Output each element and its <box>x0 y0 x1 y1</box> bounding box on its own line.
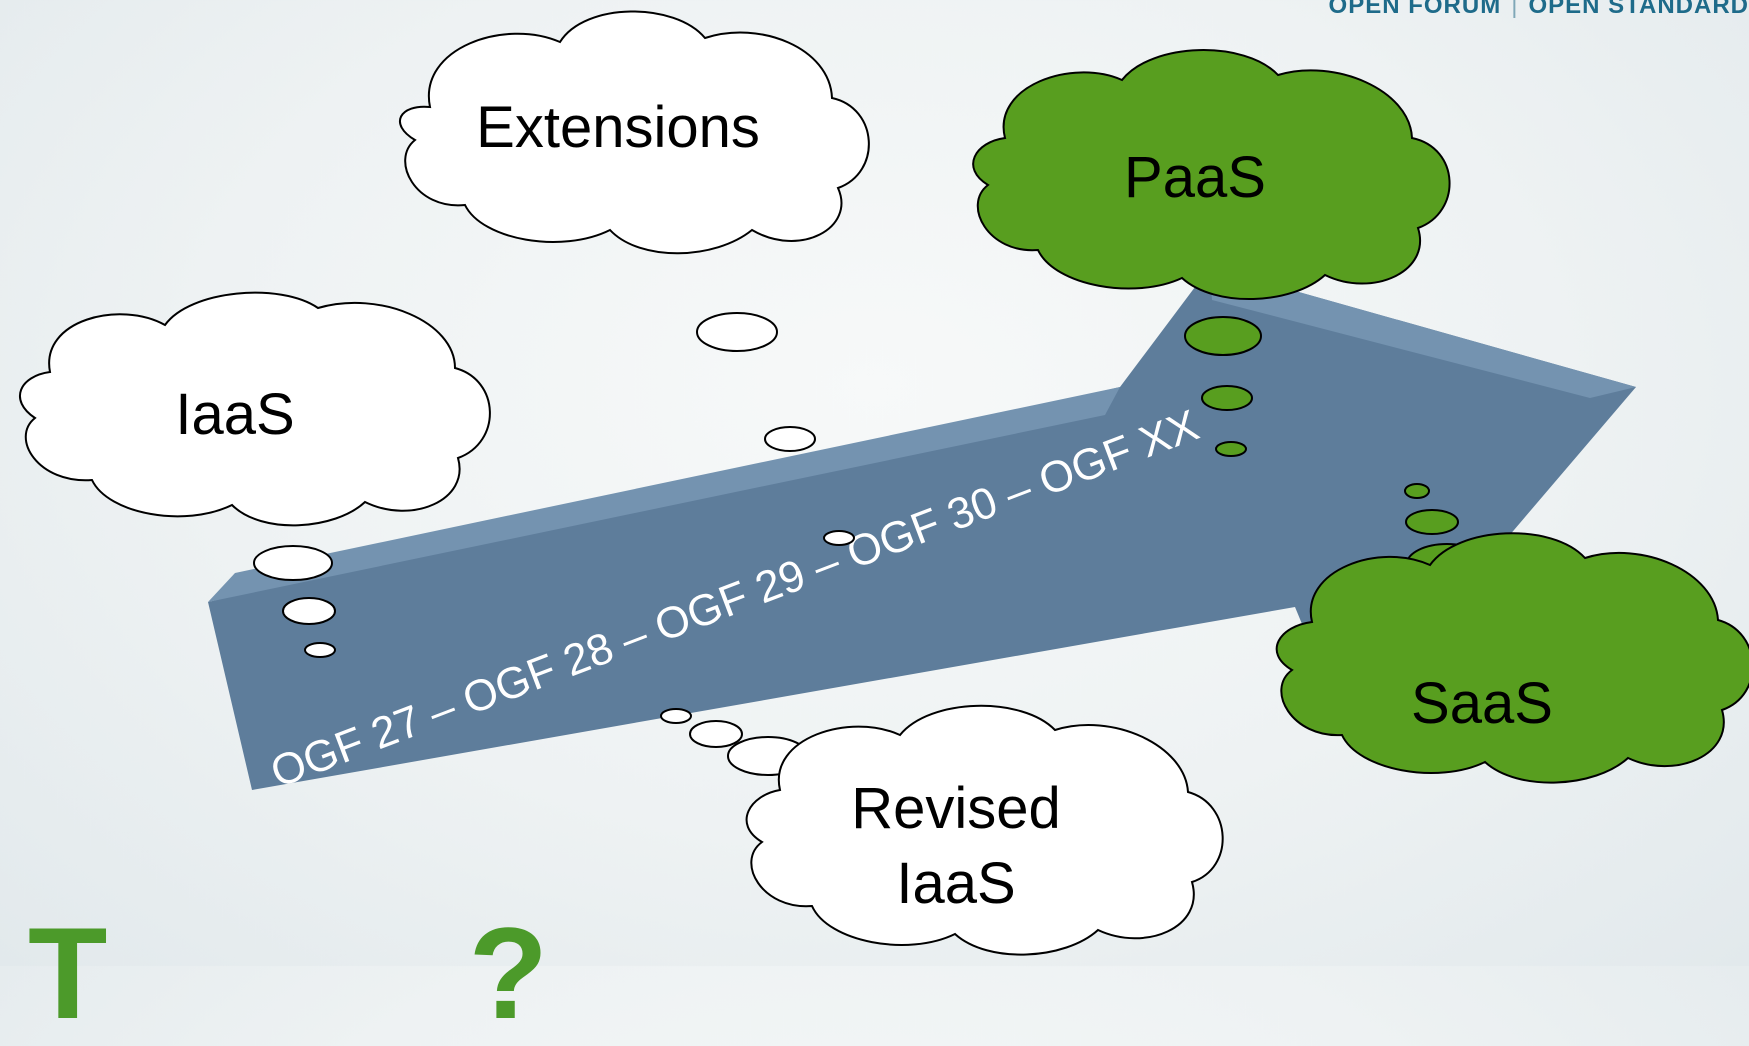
arrow-body <box>208 267 1636 790</box>
bubble-dot <box>1405 509 1459 535</box>
bubble-dot <box>696 312 778 352</box>
cloud-shape <box>398 10 870 255</box>
header-open-forum: OPEN FORUM <box>1328 0 1502 19</box>
cloud-label-saas: SaaS <box>1411 671 1553 736</box>
cloud-revised-iaas: Revised IaaS <box>745 704 1224 956</box>
bubble-dot <box>823 530 855 546</box>
bubble-dot <box>304 642 336 658</box>
cloud-label-revised-line2: IaaS <box>896 851 1015 916</box>
iaas-bubble-trail <box>253 545 336 658</box>
cloud-saas: SaaS <box>1275 532 1749 784</box>
cloud-extensions: Extensions <box>398 10 870 255</box>
bubble-dot <box>764 426 816 452</box>
header-open-standard: OPEN STANDARD <box>1528 0 1749 19</box>
cloud-label-paas: PaaS <box>1124 145 1266 210</box>
slide-title-fragment: T ? <box>28 900 548 1046</box>
cloud-shape <box>18 291 491 527</box>
cloud-paas: PaaS <box>972 49 1451 301</box>
arrow-head-face <box>1210 267 1636 398</box>
bubble-dot <box>1184 316 1262 356</box>
bubble-dot <box>1215 441 1247 457</box>
cloud-shape <box>1275 532 1749 784</box>
cloud-label-revised-line1: Revised <box>851 776 1061 841</box>
bubble-dot <box>689 720 743 748</box>
arrow-top-face <box>208 387 1120 602</box>
bubble-dot <box>1404 483 1430 499</box>
bubble-dot <box>253 545 333 581</box>
cloud-label-iaas: IaaS <box>175 382 294 447</box>
diagram-canvas: OGF 27 – OGF 28 – OGF 29 – OGF 30 – OGF … <box>18 10 1749 956</box>
revised-bubble-trail <box>660 708 809 776</box>
cloud-iaas: IaaS <box>18 291 491 527</box>
cloud-shape <box>745 704 1224 956</box>
bubble-dot <box>282 597 336 625</box>
header-separator: | <box>1511 0 1519 19</box>
cloud-label-extensions: Extensions <box>476 95 760 160</box>
header-tagline: OPEN FORUM | OPEN STANDARD <box>1329 0 1749 20</box>
cloud-shape <box>972 49 1451 301</box>
extensions-bubble-trail <box>696 312 855 546</box>
bubble-dot <box>660 708 692 724</box>
paas-bubble-trail <box>1184 316 1262 457</box>
bubble-dot <box>1201 385 1253 411</box>
